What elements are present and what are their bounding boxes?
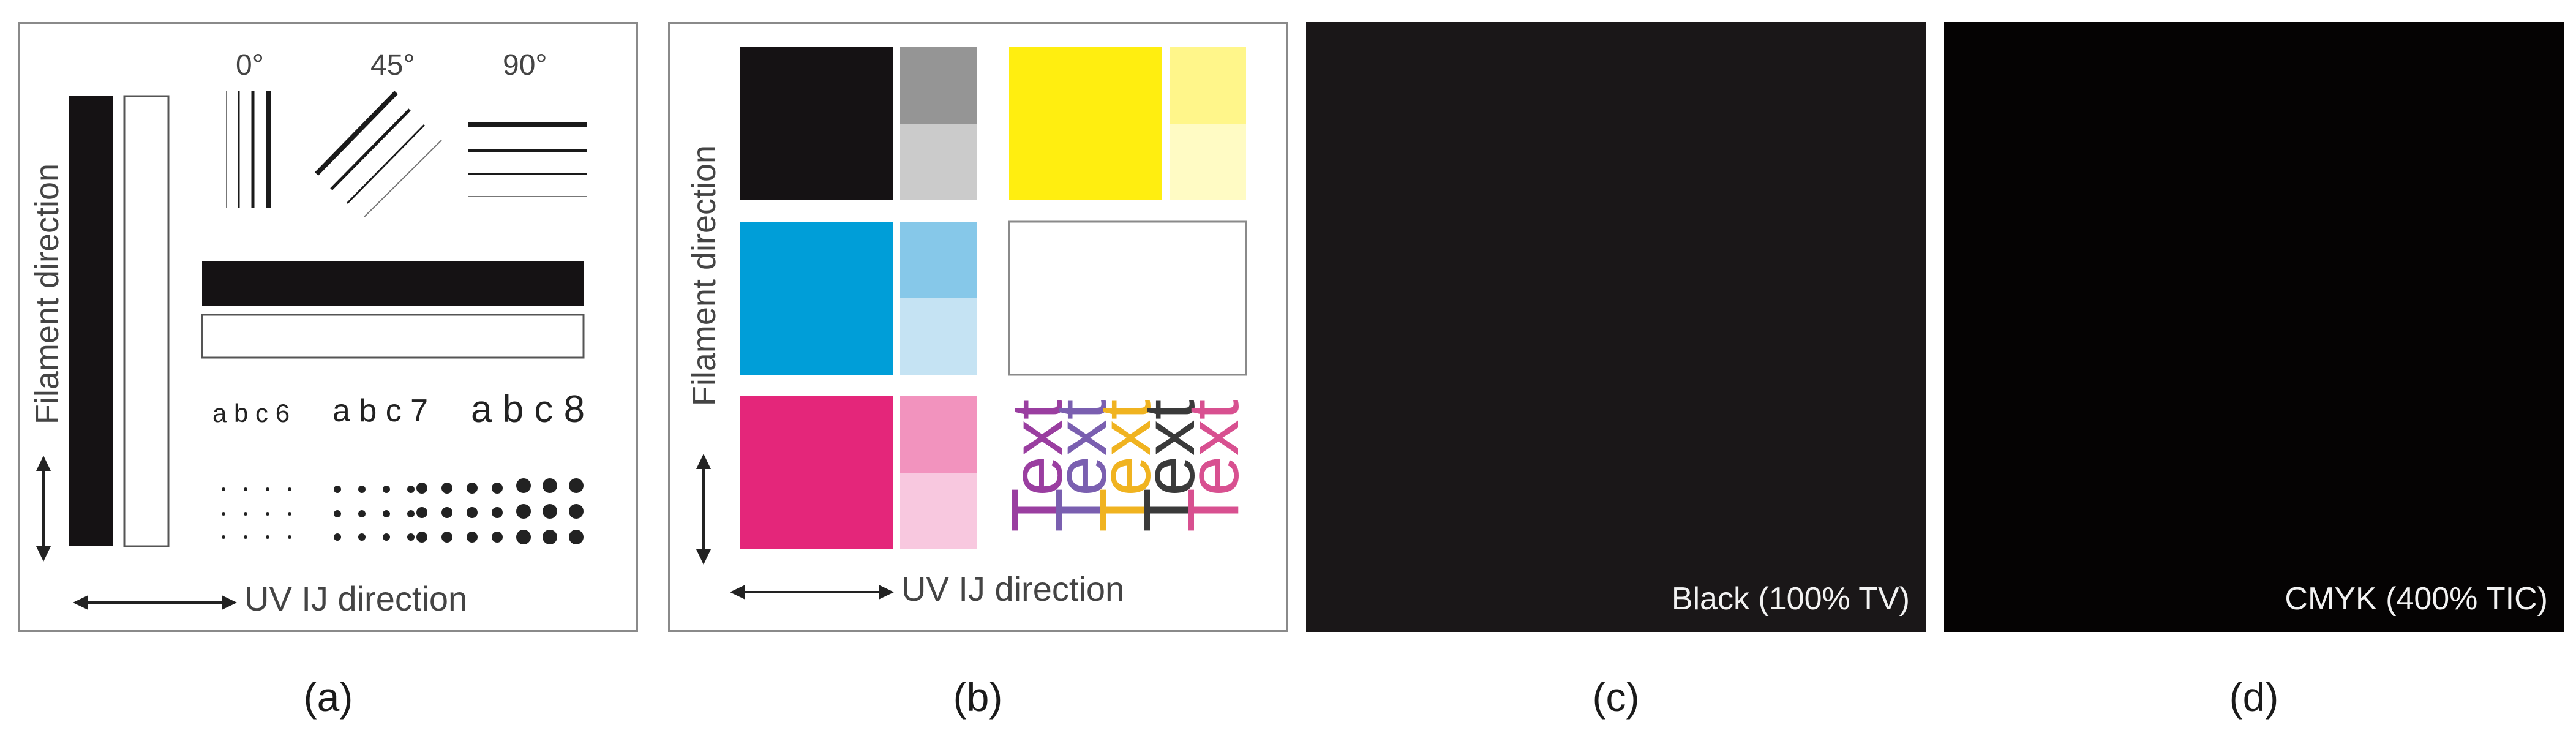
text-sample-yellow: Text bbox=[1085, 400, 1166, 532]
panel-a-test-chart: 0° 45° 90° a b c 6 a b c 7 a b c 8 Filam… bbox=[18, 22, 638, 632]
swatch-magenta-light bbox=[900, 473, 977, 549]
dot-grid-medium bbox=[334, 486, 415, 541]
lines-45-degrees bbox=[315, 91, 442, 217]
panel-a-graphics bbox=[36, 91, 587, 610]
horizontal-black-bar bbox=[202, 261, 584, 306]
swatch-gray-light bbox=[900, 124, 977, 200]
caption-c: (c) bbox=[1592, 674, 1640, 720]
swatch-cyan bbox=[740, 222, 893, 375]
swatch-cyan-light bbox=[900, 298, 977, 375]
vertical-white-bar bbox=[123, 95, 170, 547]
cmyk-tic-label: CMYK (400% TIC) bbox=[2285, 581, 2548, 617]
text-sample-6: a b c 6 bbox=[212, 399, 290, 427]
angle-label-0: 0° bbox=[236, 49, 264, 81]
swatch-yellow bbox=[1009, 47, 1162, 200]
dot-grid-small bbox=[222, 487, 291, 539]
swatch-magenta bbox=[740, 396, 893, 549]
text-sample-8: a b c 8 bbox=[471, 388, 585, 431]
lines-90-degrees bbox=[468, 122, 587, 197]
lines-0-degrees bbox=[226, 91, 271, 208]
caption-a: (a) bbox=[303, 674, 353, 720]
uv-direction-arrow bbox=[730, 585, 894, 600]
filament-direction-label: Filament direction bbox=[29, 163, 66, 425]
caption-b: (b) bbox=[953, 674, 1003, 720]
swatch-cyan-mid bbox=[900, 222, 977, 298]
swatch-yellow-mid bbox=[1170, 47, 1246, 124]
swatch-white bbox=[1008, 220, 1247, 376]
swatch-gray-dark bbox=[900, 47, 977, 124]
text-sample-magenta: Text bbox=[997, 400, 1078, 532]
panel-c-black-print: Black (100% TV) bbox=[1306, 22, 1926, 632]
vertical-black-bar bbox=[69, 96, 113, 546]
dot-grid-large bbox=[416, 483, 503, 543]
caption-d: (d) bbox=[2229, 674, 2279, 720]
horizontal-white-bar bbox=[201, 314, 585, 359]
angle-label-90: 90° bbox=[503, 49, 547, 81]
panel-b-graphics: Text Text Text Text Text bbox=[696, 47, 1254, 600]
uv-direction-label: UV IJ direction bbox=[901, 570, 1125, 608]
filament-direction-arrow bbox=[696, 454, 711, 565]
text-sample-black: Text bbox=[1129, 400, 1210, 532]
filament-direction-label: Filament direction bbox=[686, 145, 723, 407]
panel-b-color-chart: Text Text Text Text Text Filament direct… bbox=[668, 22, 1288, 632]
swatch-yellow-light bbox=[1170, 124, 1246, 200]
text-sample-pink: Text bbox=[1173, 400, 1254, 532]
swatch-black bbox=[740, 47, 893, 200]
dot-grid-xlarge bbox=[516, 478, 584, 544]
uv-direction-label: UV IJ direction bbox=[244, 579, 468, 618]
text-sample-7: a b c 7 bbox=[332, 393, 429, 429]
text-sample-purple: Text bbox=[1041, 400, 1122, 532]
filament-direction-arrow bbox=[36, 456, 51, 562]
angle-label-45: 45° bbox=[370, 49, 415, 81]
black-tv-label: Black (100% TV) bbox=[1671, 581, 1910, 617]
swatch-magenta-mid bbox=[900, 396, 977, 473]
panel-d-cmyk-print: CMYK (400% TIC) bbox=[1944, 22, 2564, 632]
rotated-text-samples: Text Text Text Text Text bbox=[997, 400, 1254, 532]
uv-direction-arrow bbox=[73, 595, 237, 610]
